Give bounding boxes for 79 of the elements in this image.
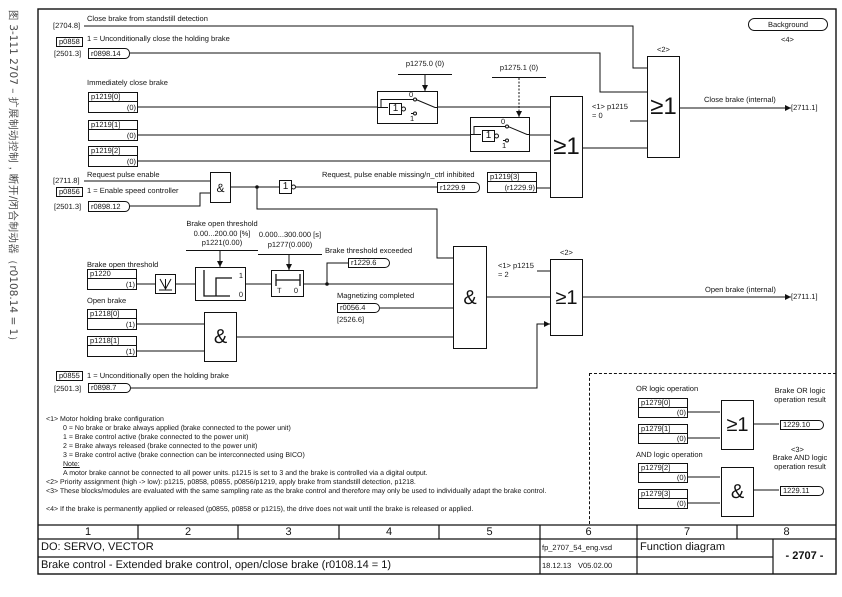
signal-line	[536, 270, 550, 272]
column-number: 7	[682, 525, 692, 539]
signal-line	[138, 106, 378, 108]
signal-line	[686, 502, 720, 504]
signal-line	[84, 180, 210, 182]
logic-symbol: 1	[484, 130, 492, 142]
dashed-region	[589, 373, 836, 524]
logic-symbol: ≥1	[725, 415, 750, 435]
logic-symbol: &	[730, 482, 746, 502]
logic-gate	[721, 467, 754, 517]
logic-gate	[210, 172, 231, 203]
parameter-connector	[88, 146, 138, 167]
logic-symbol: ≥1	[552, 135, 581, 159]
page-number: - 2707 -	[784, 549, 824, 564]
logic-gate	[647, 56, 680, 158]
side-caption: 图 3-111 2707 – 扩展制动控制，断开/闭合制动器（r0108.14 = 1）	[6, 10, 20, 346]
parameter-connector	[638, 489, 688, 509]
parameter-input	[398, 59, 452, 75]
arrow	[582, 294, 792, 300]
signal-line	[138, 134, 470, 136]
signal-line	[486, 296, 550, 298]
logic-gate	[204, 312, 237, 362]
signal-line	[230, 186, 454, 258]
logic-symbol: &	[462, 288, 478, 308]
signal-line	[236, 336, 454, 338]
parameter-connector	[88, 92, 138, 113]
logic-gate	[721, 400, 754, 450]
arrow	[680, 105, 792, 111]
signal-line	[130, 52, 648, 92]
column-number: 3	[284, 525, 293, 539]
diagram-type: Function diagram	[640, 540, 725, 554]
parameter-input	[258, 230, 322, 255]
column-number: 8	[782, 525, 791, 539]
column-number: 4	[384, 525, 394, 539]
inverter-gate	[482, 130, 499, 142]
parameter-connector	[638, 463, 688, 483]
parameter-connector	[87, 336, 137, 357]
arrow	[516, 78, 522, 118]
parameter-input	[186, 219, 258, 251]
arrow	[422, 74, 428, 92]
column-number: 6	[584, 525, 593, 539]
parameter-connector	[638, 398, 688, 418]
inverter-gate	[389, 103, 406, 115]
logic-symbol: 1	[392, 103, 400, 115]
parameter-input	[492, 63, 546, 78]
signal-line	[138, 160, 550, 162]
signal-line	[84, 26, 648, 68]
logic-symbol: ≥1	[649, 95, 678, 119]
parameter-connector	[87, 309, 137, 330]
arrow	[286, 254, 292, 270]
timer-block	[271, 270, 304, 297]
signal-line	[136, 350, 204, 352]
signal-line	[530, 134, 550, 136]
column-number: 5	[485, 525, 494, 539]
signal-line	[130, 192, 210, 206]
parameter-connector	[487, 172, 537, 193]
logic-symbol: 1	[282, 180, 290, 194]
parameter-connector	[88, 120, 138, 141]
logic-gate	[550, 259, 583, 336]
absolute-value-block	[155, 274, 176, 294]
logic-symbol: ≥1	[554, 288, 579, 308]
drawing-subtitle: DO: SERVO, VECTOR	[41, 540, 154, 554]
inverter-gate	[279, 180, 296, 194]
signal-line	[438, 106, 550, 108]
logic-symbol: &	[215, 182, 226, 194]
threshold-block	[195, 267, 246, 301]
drawing-title: Brake control - Extended brake control, open/close brake (r0108.14 = 1)	[41, 558, 392, 572]
signal-line	[630, 120, 648, 122]
parameter-connector	[87, 269, 137, 290]
column-number: 2	[184, 525, 192, 539]
arrow	[130, 321, 550, 388]
column-number: 1	[84, 525, 92, 539]
parameter-connector	[638, 424, 688, 444]
logic-symbol: &	[212, 327, 228, 347]
signal-line	[296, 186, 438, 188]
signal-line	[686, 476, 720, 478]
arrow	[217, 250, 223, 268]
logic-gate	[453, 246, 487, 349]
logic-gate	[550, 96, 583, 198]
